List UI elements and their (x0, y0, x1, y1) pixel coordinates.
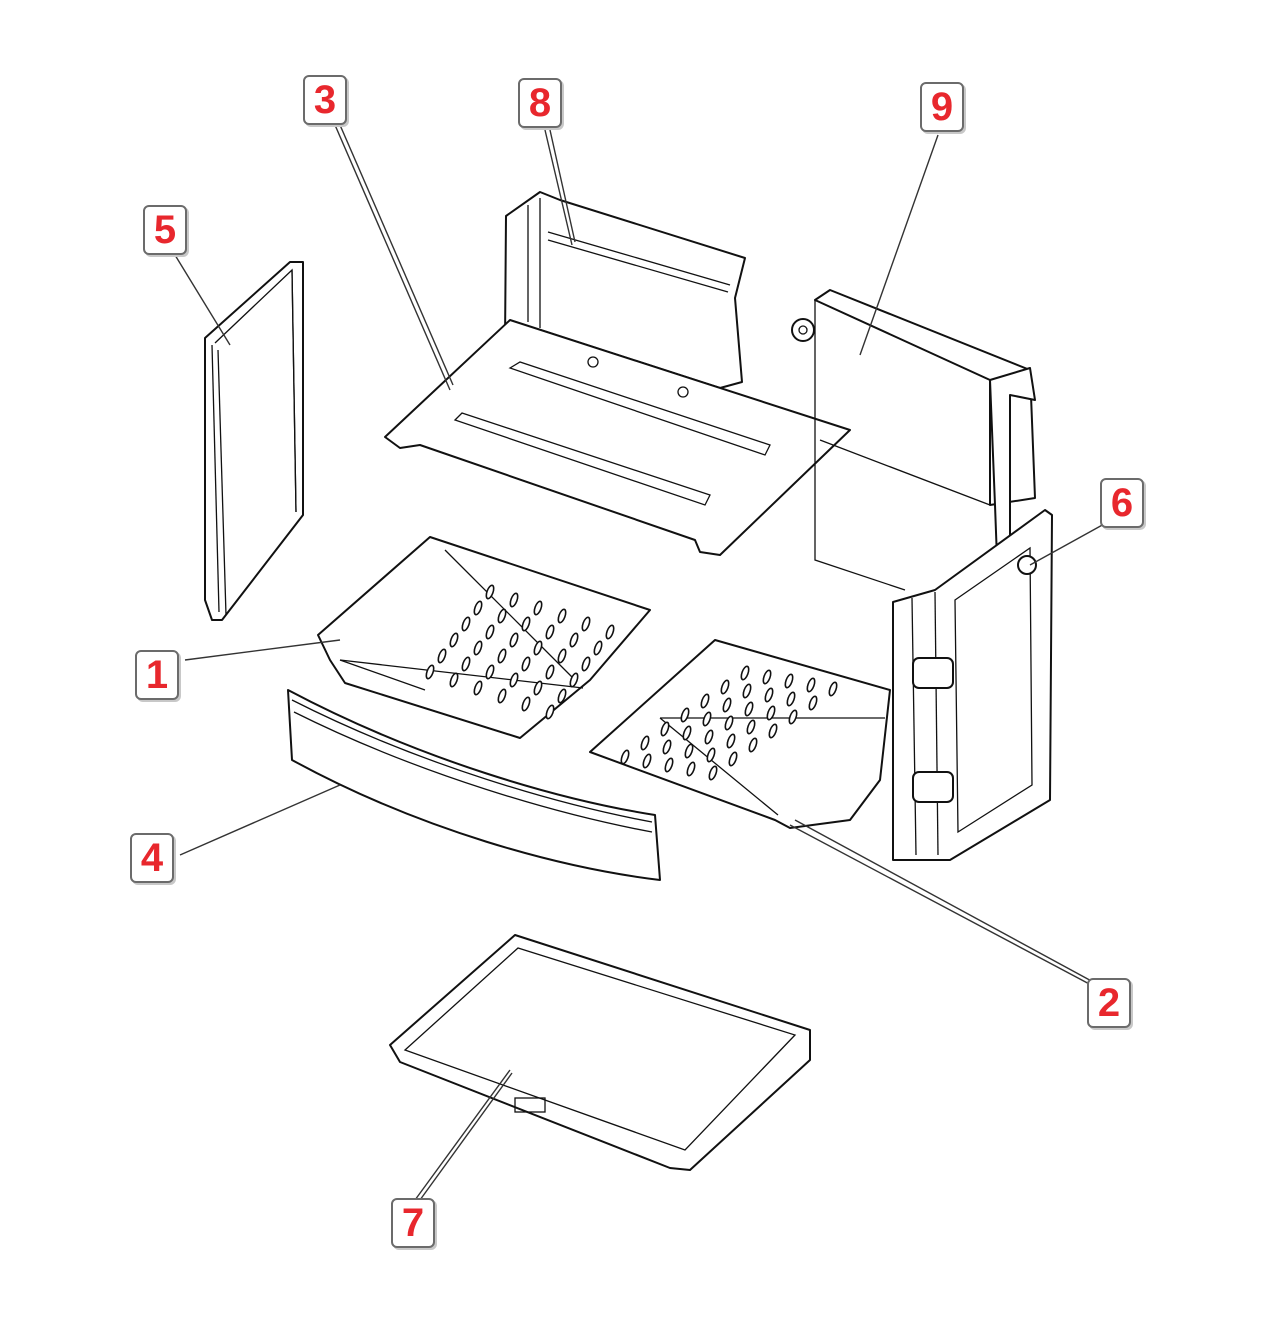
grate-slot (742, 683, 752, 699)
part-4-front-rail[interactable] (287, 689, 661, 881)
grate-slot (746, 719, 756, 735)
grate-slot (449, 632, 459, 648)
grate-slot (557, 688, 567, 704)
grate-slot (497, 688, 507, 704)
grate-slot (748, 737, 758, 753)
grate-slot (662, 739, 672, 755)
part-3-baffle-plate[interactable] (384, 319, 851, 556)
grate-slot (509, 632, 519, 648)
grate-slot (581, 616, 591, 632)
grate-slot (545, 664, 555, 680)
grate-slot (473, 680, 483, 696)
grate-slot (569, 672, 579, 688)
grate-slot (762, 669, 772, 685)
grate-slot (545, 704, 555, 720)
callout-9[interactable]: 9 (920, 82, 964, 132)
grate-slot (461, 656, 471, 672)
grate-slot (680, 707, 690, 723)
callout-5[interactable]: 5 (143, 205, 187, 255)
grate-slot (437, 648, 447, 664)
grate-slot (720, 679, 730, 695)
grate-slot (700, 693, 710, 709)
grate-slot (828, 681, 838, 697)
grate-slot (533, 680, 543, 696)
callout-1[interactable]: 1 (135, 650, 179, 700)
grate-slot (521, 616, 531, 632)
grate-slot (593, 640, 603, 656)
grate-slot (744, 701, 754, 717)
grate-slot (764, 687, 774, 703)
part-7-ash-pan[interactable] (389, 934, 811, 1171)
grate-slot (724, 715, 734, 731)
grate-slot (473, 640, 483, 656)
grate-slot (485, 664, 495, 680)
grate-slot (768, 723, 778, 739)
grate-slot (497, 608, 507, 624)
grate-slot (557, 648, 567, 664)
part-5-side-panel[interactable] (204, 261, 304, 621)
grate-slot (702, 711, 712, 727)
grate-slot (708, 765, 718, 781)
grate-slot (581, 656, 591, 672)
callout-4[interactable]: 4 (130, 833, 174, 883)
grate-slot (557, 608, 567, 624)
grate-slot (740, 665, 750, 681)
grate-slot (660, 721, 670, 737)
grate-slot (728, 751, 738, 767)
grate-slot (533, 640, 543, 656)
grate-slot (449, 672, 459, 688)
grate-slot (726, 733, 736, 749)
grate-slot (497, 648, 507, 664)
grate-slot (766, 705, 776, 721)
grate-slot (704, 729, 714, 745)
grate-slot (509, 672, 519, 688)
grate-slot (686, 761, 696, 777)
grate-slot (806, 677, 816, 693)
callout-6[interactable]: 6 (1100, 478, 1144, 528)
callout-3[interactable]: 3 (303, 75, 347, 125)
grate-slot (808, 695, 818, 711)
part-1-left-grate[interactable] (317, 536, 651, 739)
part-2-right-grate[interactable] (589, 639, 891, 829)
callout-2[interactable]: 2 (1087, 978, 1131, 1028)
grate-slot (620, 749, 630, 765)
grate-slot (473, 600, 483, 616)
grate-slot (485, 624, 495, 640)
grate-slot (533, 600, 543, 616)
grate-slot (682, 725, 692, 741)
grate-slot (521, 656, 531, 672)
grate-slot (509, 592, 519, 608)
grate-slot (642, 753, 652, 769)
grate-slot (706, 747, 716, 763)
grate-slot (425, 664, 435, 680)
grate-slot (788, 709, 798, 725)
grate-slot (684, 743, 694, 759)
grate-slot (786, 691, 796, 707)
grate-slot (722, 697, 732, 713)
leader-lines (174, 124, 1116, 1201)
grate-slot (485, 584, 495, 600)
part-6-door-frame[interactable] (892, 509, 1053, 861)
grate-slot (605, 624, 615, 640)
grate-slot (461, 616, 471, 632)
callout-7[interactable]: 7 (391, 1198, 435, 1248)
grate-slot (545, 624, 555, 640)
callout-8[interactable]: 8 (518, 78, 562, 128)
grate-slot (664, 757, 674, 773)
grate-slot (640, 735, 650, 751)
grate-slot (784, 673, 794, 689)
grate-slot (521, 696, 531, 712)
grate-slot (569, 632, 579, 648)
